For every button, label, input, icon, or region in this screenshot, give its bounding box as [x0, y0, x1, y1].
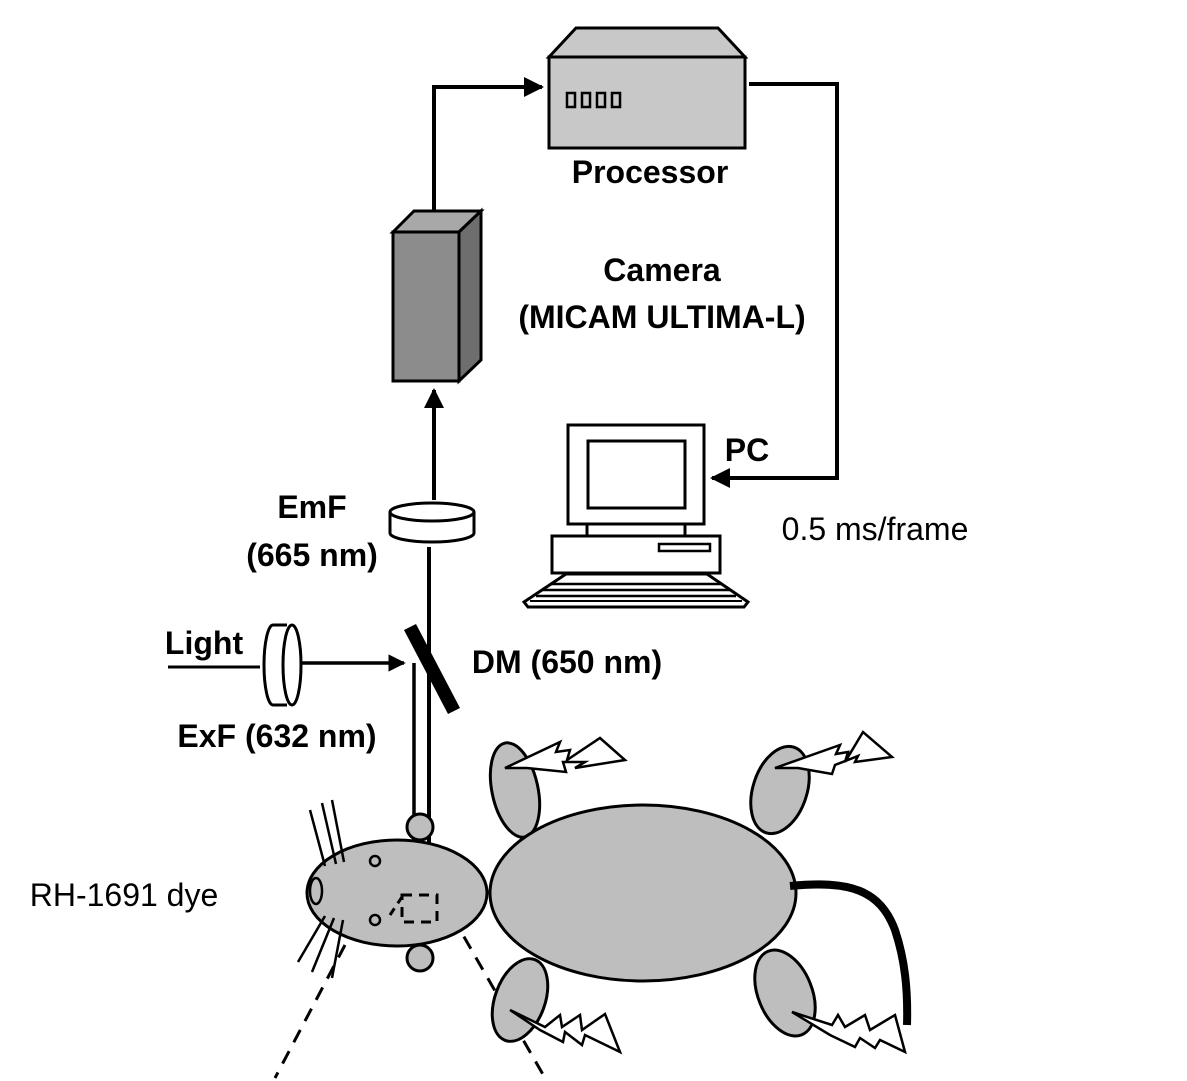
pc-icon — [521, 423, 751, 609]
processor-to-pc-arrow — [710, 82, 839, 488]
dichroic-mirror-icon — [404, 624, 460, 714]
camera-label: Camera — [603, 252, 721, 288]
emission-filter-icon — [388, 501, 476, 544]
excitation-filter-icon — [262, 623, 303, 707]
processor-icon — [545, 26, 749, 150]
dye-label: RH-1691 dye — [30, 877, 219, 913]
emf-label: EmF — [277, 489, 346, 525]
mouse-icon — [273, 730, 912, 1079]
pc-label: PC — [725, 432, 769, 468]
camera-to-processor-arrow — [432, 77, 544, 215]
dm-label: DM (650 nm) — [472, 644, 662, 680]
light-label: Light — [165, 625, 244, 661]
camera-icon — [389, 207, 485, 385]
frame-rate-label: 0.5 ms/frame — [782, 511, 969, 547]
processor-label: Processor — [572, 154, 729, 190]
emf-wavelength-label: (665 nm) — [246, 537, 378, 573]
exf-label: ExF (632 nm) — [177, 718, 376, 754]
camera-model-label: (MICAM ULTIMA-L) — [518, 299, 805, 335]
